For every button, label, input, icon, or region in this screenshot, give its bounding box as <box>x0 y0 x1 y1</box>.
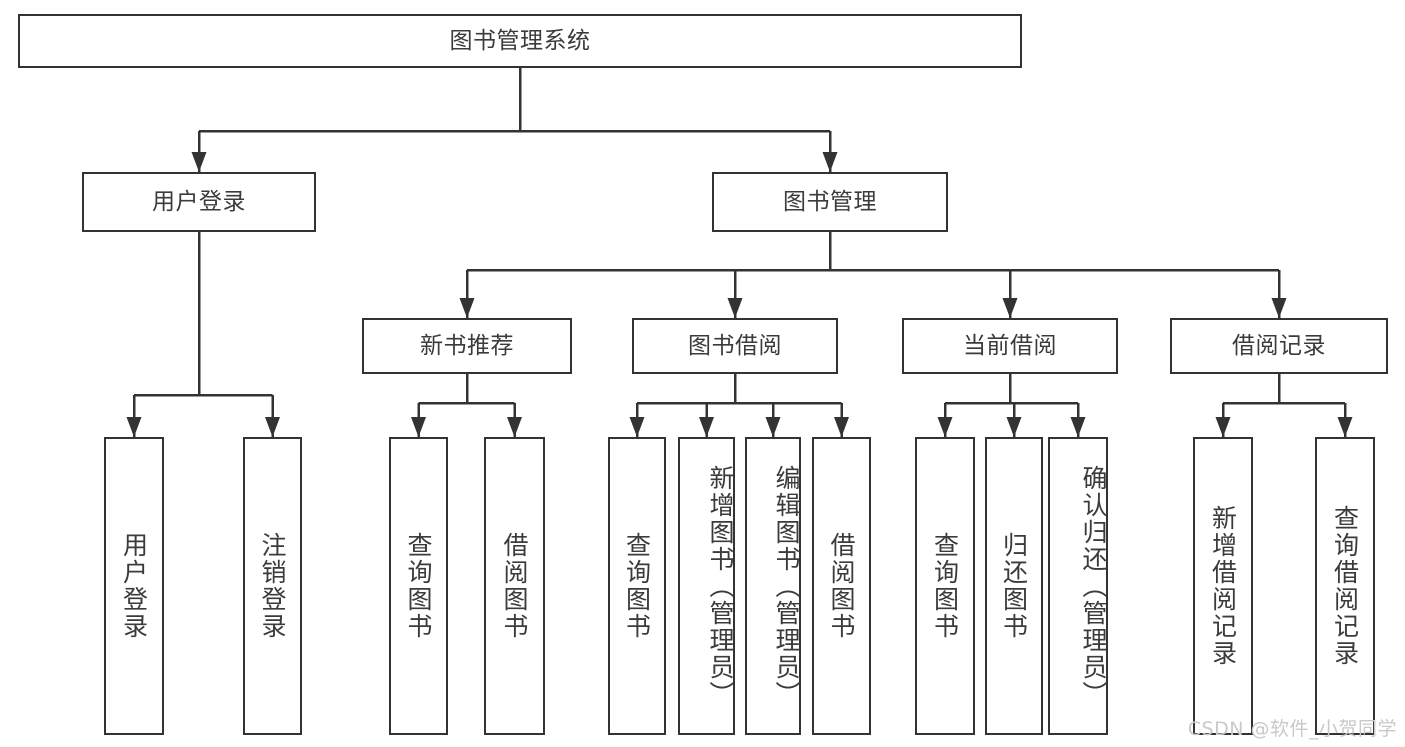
leaf-logout[interactable]: 注销登录 <box>243 437 302 735</box>
node-root-book-management-system[interactable]: 图书管理系统 <box>18 14 1022 68</box>
node-label: 图书管理 <box>783 188 877 215</box>
leaf-user-login[interactable]: 用户登录 <box>104 437 164 735</box>
node-book-borrow[interactable]: 图书借阅 <box>632 318 838 374</box>
node-label: 查询借阅记录 <box>1330 505 1360 667</box>
node-label: 新增图书（管理员） <box>706 464 735 708</box>
node-label: 借阅图书 <box>827 532 856 640</box>
node-label: 归还图书 <box>999 532 1029 640</box>
csdn-watermark: CSDN @软件_小贺同学 <box>1187 718 1397 740</box>
node-user-login[interactable]: 用户登录 <box>82 172 316 232</box>
leaf-query-book-borrow[interactable]: 查询图书 <box>608 437 666 735</box>
leaf-confirm-return-admin[interactable]: 确认归还（管理员） <box>1048 437 1108 735</box>
node-label: 确认归还（管理员） <box>1079 464 1108 708</box>
node-label: 用户登录 <box>119 532 149 640</box>
node-label: 图书借阅 <box>688 332 782 359</box>
node-label: 借阅记录 <box>1232 332 1326 359</box>
node-new-book-recommendation[interactable]: 新书推荐 <box>362 318 572 374</box>
node-label: 查询图书 <box>930 532 960 640</box>
node-label: 新增借阅记录 <box>1208 505 1238 667</box>
leaf-borrow-book[interactable]: 借阅图书 <box>812 437 871 735</box>
node-label: 用户登录 <box>152 188 246 215</box>
node-borrow-record[interactable]: 借阅记录 <box>1170 318 1388 374</box>
node-book-management[interactable]: 图书管理 <box>712 172 948 232</box>
node-label: 注销登录 <box>258 532 287 640</box>
leaf-borrow-book-recommendation[interactable]: 借阅图书 <box>484 437 545 735</box>
node-label: 查询图书 <box>622 532 652 640</box>
node-current-borrow[interactable]: 当前借阅 <box>902 318 1118 374</box>
leaf-query-book-current[interactable]: 查询图书 <box>915 437 975 735</box>
leaf-query-book-recommendation[interactable]: 查询图书 <box>389 437 448 735</box>
leaf-add-book-admin[interactable]: 新增图书（管理员） <box>678 437 735 735</box>
node-label: 当前借阅 <box>963 332 1057 359</box>
node-label: 查询图书 <box>404 532 433 640</box>
node-label: 编辑图书（管理员） <box>772 464 801 708</box>
node-label: 借阅图书 <box>500 532 529 640</box>
node-label: 图书管理系统 <box>449 27 591 54</box>
leaf-return-book[interactable]: 归还图书 <box>985 437 1043 735</box>
node-label: 新书推荐 <box>420 332 514 359</box>
leaf-edit-book-admin[interactable]: 编辑图书（管理员） <box>745 437 801 735</box>
leaf-query-borrow-record[interactable]: 查询借阅记录 <box>1315 437 1375 735</box>
leaf-add-borrow-record[interactable]: 新增借阅记录 <box>1193 437 1253 735</box>
